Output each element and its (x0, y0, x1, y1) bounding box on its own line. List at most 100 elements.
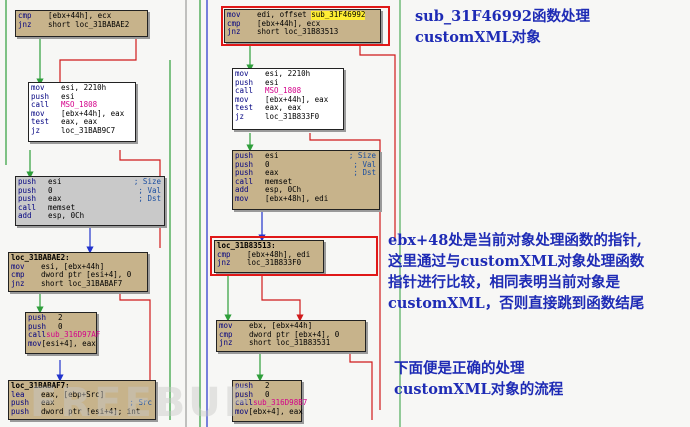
asm-mnemonic: add (18, 211, 32, 221)
highlight-box-top (221, 6, 390, 46)
asm-line[interactable]: mov[ebx+44h], eax (235, 94, 341, 105)
annotation-flow-line2: customXML对象的流程 (394, 381, 564, 398)
asm-operands: 0 (48, 185, 53, 195)
asm-comment: ; Size (348, 151, 376, 160)
asm-line[interactable]: add esp, 0Ch (18, 212, 162, 221)
asm-mnemonic: cmp (11, 270, 25, 280)
asm-mnemonic: push (18, 194, 37, 204)
asm-operands: esp, 0Ch (48, 211, 85, 221)
asm-operands: 0 (265, 159, 270, 169)
asm-operands: 0 (265, 389, 270, 399)
asm-operands: dword ptr [ebx+4], 0 (249, 329, 340, 339)
edge-red-r1 (359, 43, 396, 240)
asm-operands: 2 (265, 381, 270, 390)
asm-mnemonic: mov (11, 261, 25, 271)
asm-label: loc_31BABAE2: (11, 253, 70, 262)
asm-comment: ; Val (138, 185, 161, 195)
asm-mnemonic: push (235, 151, 254, 160)
asm-mnemonic: test (235, 103, 254, 113)
annotation-compare-line4: customXML，否则直接跳到函数结尾 (388, 295, 645, 312)
asm-operands: 2 (58, 313, 63, 322)
asm-operands: esi (265, 77, 279, 87)
asm-operands: dword ptr [esi+4]; int (41, 406, 141, 416)
asm-operands: eax (48, 194, 62, 204)
asm-line[interactable]: cmp[ebx+48h], edi (217, 250, 321, 260)
annotation-function-line2: customXML对象 (415, 29, 541, 46)
asm-line[interactable]: loc_31BABAE2: (11, 253, 145, 263)
asm-mnemonic: mov (235, 69, 249, 78)
asm-line[interactable]: loc_31B83513: (217, 241, 321, 251)
asm-mnemonic: call (235, 176, 254, 186)
asm-line[interactable]: push 2 (235, 381, 299, 391)
asm-operands: short loc_31B83513 (257, 27, 339, 37)
asm-operands: esi, 2210h (61, 83, 107, 92)
asm-operands: short loc_31BABAE2 (48, 19, 130, 29)
asm-line[interactable]: mov[esi+4], eax (28, 339, 96, 349)
asm-line[interactable]: mov[ebx+44h], eax (31, 109, 133, 119)
asm-line[interactable]: loc_31BABAF7: (11, 381, 153, 391)
asm-line[interactable]: cmp[ebx+44h], ecx (18, 11, 145, 21)
asm-line[interactable]: cmp[ebx+44h], ecx (227, 19, 378, 29)
edge-red-r3 (261, 272, 304, 322)
highlighted-symbol[interactable]: sub_31F46992 (311, 10, 366, 20)
annotation-compare-line1: ebx+48处是当前对象处理函数的指针, (388, 232, 642, 249)
asm-mnemonic: push (235, 381, 254, 390)
asm-line[interactable]: mov[ebx+48h], edi (235, 193, 377, 204)
asm-mnemonic: push (31, 91, 50, 101)
asm-operands: [ebx+44h], eax (265, 94, 329, 104)
asm-line[interactable]: mov[ebx+4], eax (235, 407, 303, 417)
asm-mnemonic: mov (235, 193, 249, 203)
edge-red-r4 (349, 350, 373, 420)
